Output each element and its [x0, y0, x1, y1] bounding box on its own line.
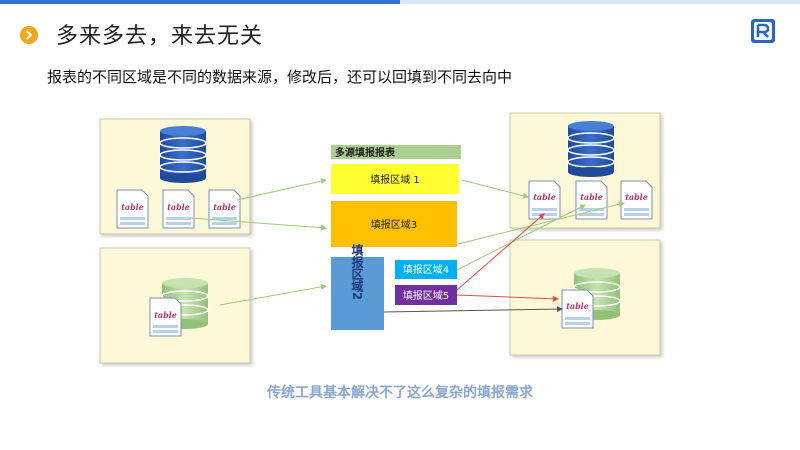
- table-doc-label: table: [121, 202, 144, 212]
- zone-2: [331, 257, 384, 330]
- top-accent-bar: [0, 0, 400, 4]
- zone-4: [395, 260, 457, 279]
- subtitle: 报表的不同区域是不同的数据来源，修改后，还可以回填到不同去向中: [47, 68, 513, 86]
- zone-1: [331, 164, 459, 194]
- database-icon: [159, 126, 207, 183]
- table-doc-label: table: [154, 310, 177, 320]
- zone-2-label: 填报区域2: [350, 242, 364, 300]
- table-document-icon: table: [561, 289, 594, 329]
- page-title: 多来多去，来去无关: [56, 24, 264, 49]
- table-document-icon: table: [528, 180, 561, 220]
- table-doc-label: table: [566, 301, 589, 311]
- zone-5-label: 填报区域5: [403, 289, 449, 302]
- top-accent-bar-light: [400, 0, 800, 4]
- table-doc-label: table: [213, 202, 236, 212]
- table-document-icon: table: [149, 297, 182, 337]
- table-document-icon: table: [620, 180, 653, 220]
- chevron-right-icon: [20, 26, 38, 44]
- table-doc-label: table: [625, 192, 648, 202]
- zone-3-label: 填报区域3: [371, 218, 417, 231]
- flow-arrows-red: [456, 213, 559, 302]
- footer-note: 传统工具基本解决不了这么复杂的填报需求: [267, 385, 533, 401]
- table-document-icon: table: [162, 189, 195, 229]
- report-header: [331, 145, 461, 159]
- table-doc-label: table: [167, 202, 190, 212]
- table-document-icon: table: [116, 189, 149, 229]
- zone-4-label: 填报区域4: [403, 263, 449, 276]
- table-doc-label: table: [580, 192, 603, 202]
- database-icon: [567, 121, 615, 177]
- brand-logo-icon: [751, 19, 775, 43]
- zone-1-label: 填报区域 1: [370, 173, 420, 186]
- zone-5: [395, 285, 457, 305]
- table-doc-label: table: [533, 192, 556, 202]
- flow-arrows-in: [189, 178, 327, 306]
- zone-3: [331, 201, 457, 247]
- table-document-icon: table: [208, 189, 241, 229]
- report-title: 多源填报报表: [335, 146, 396, 159]
- flow-arrows-out: [456, 179, 625, 271]
- flow-arrow-gray: [383, 306, 563, 313]
